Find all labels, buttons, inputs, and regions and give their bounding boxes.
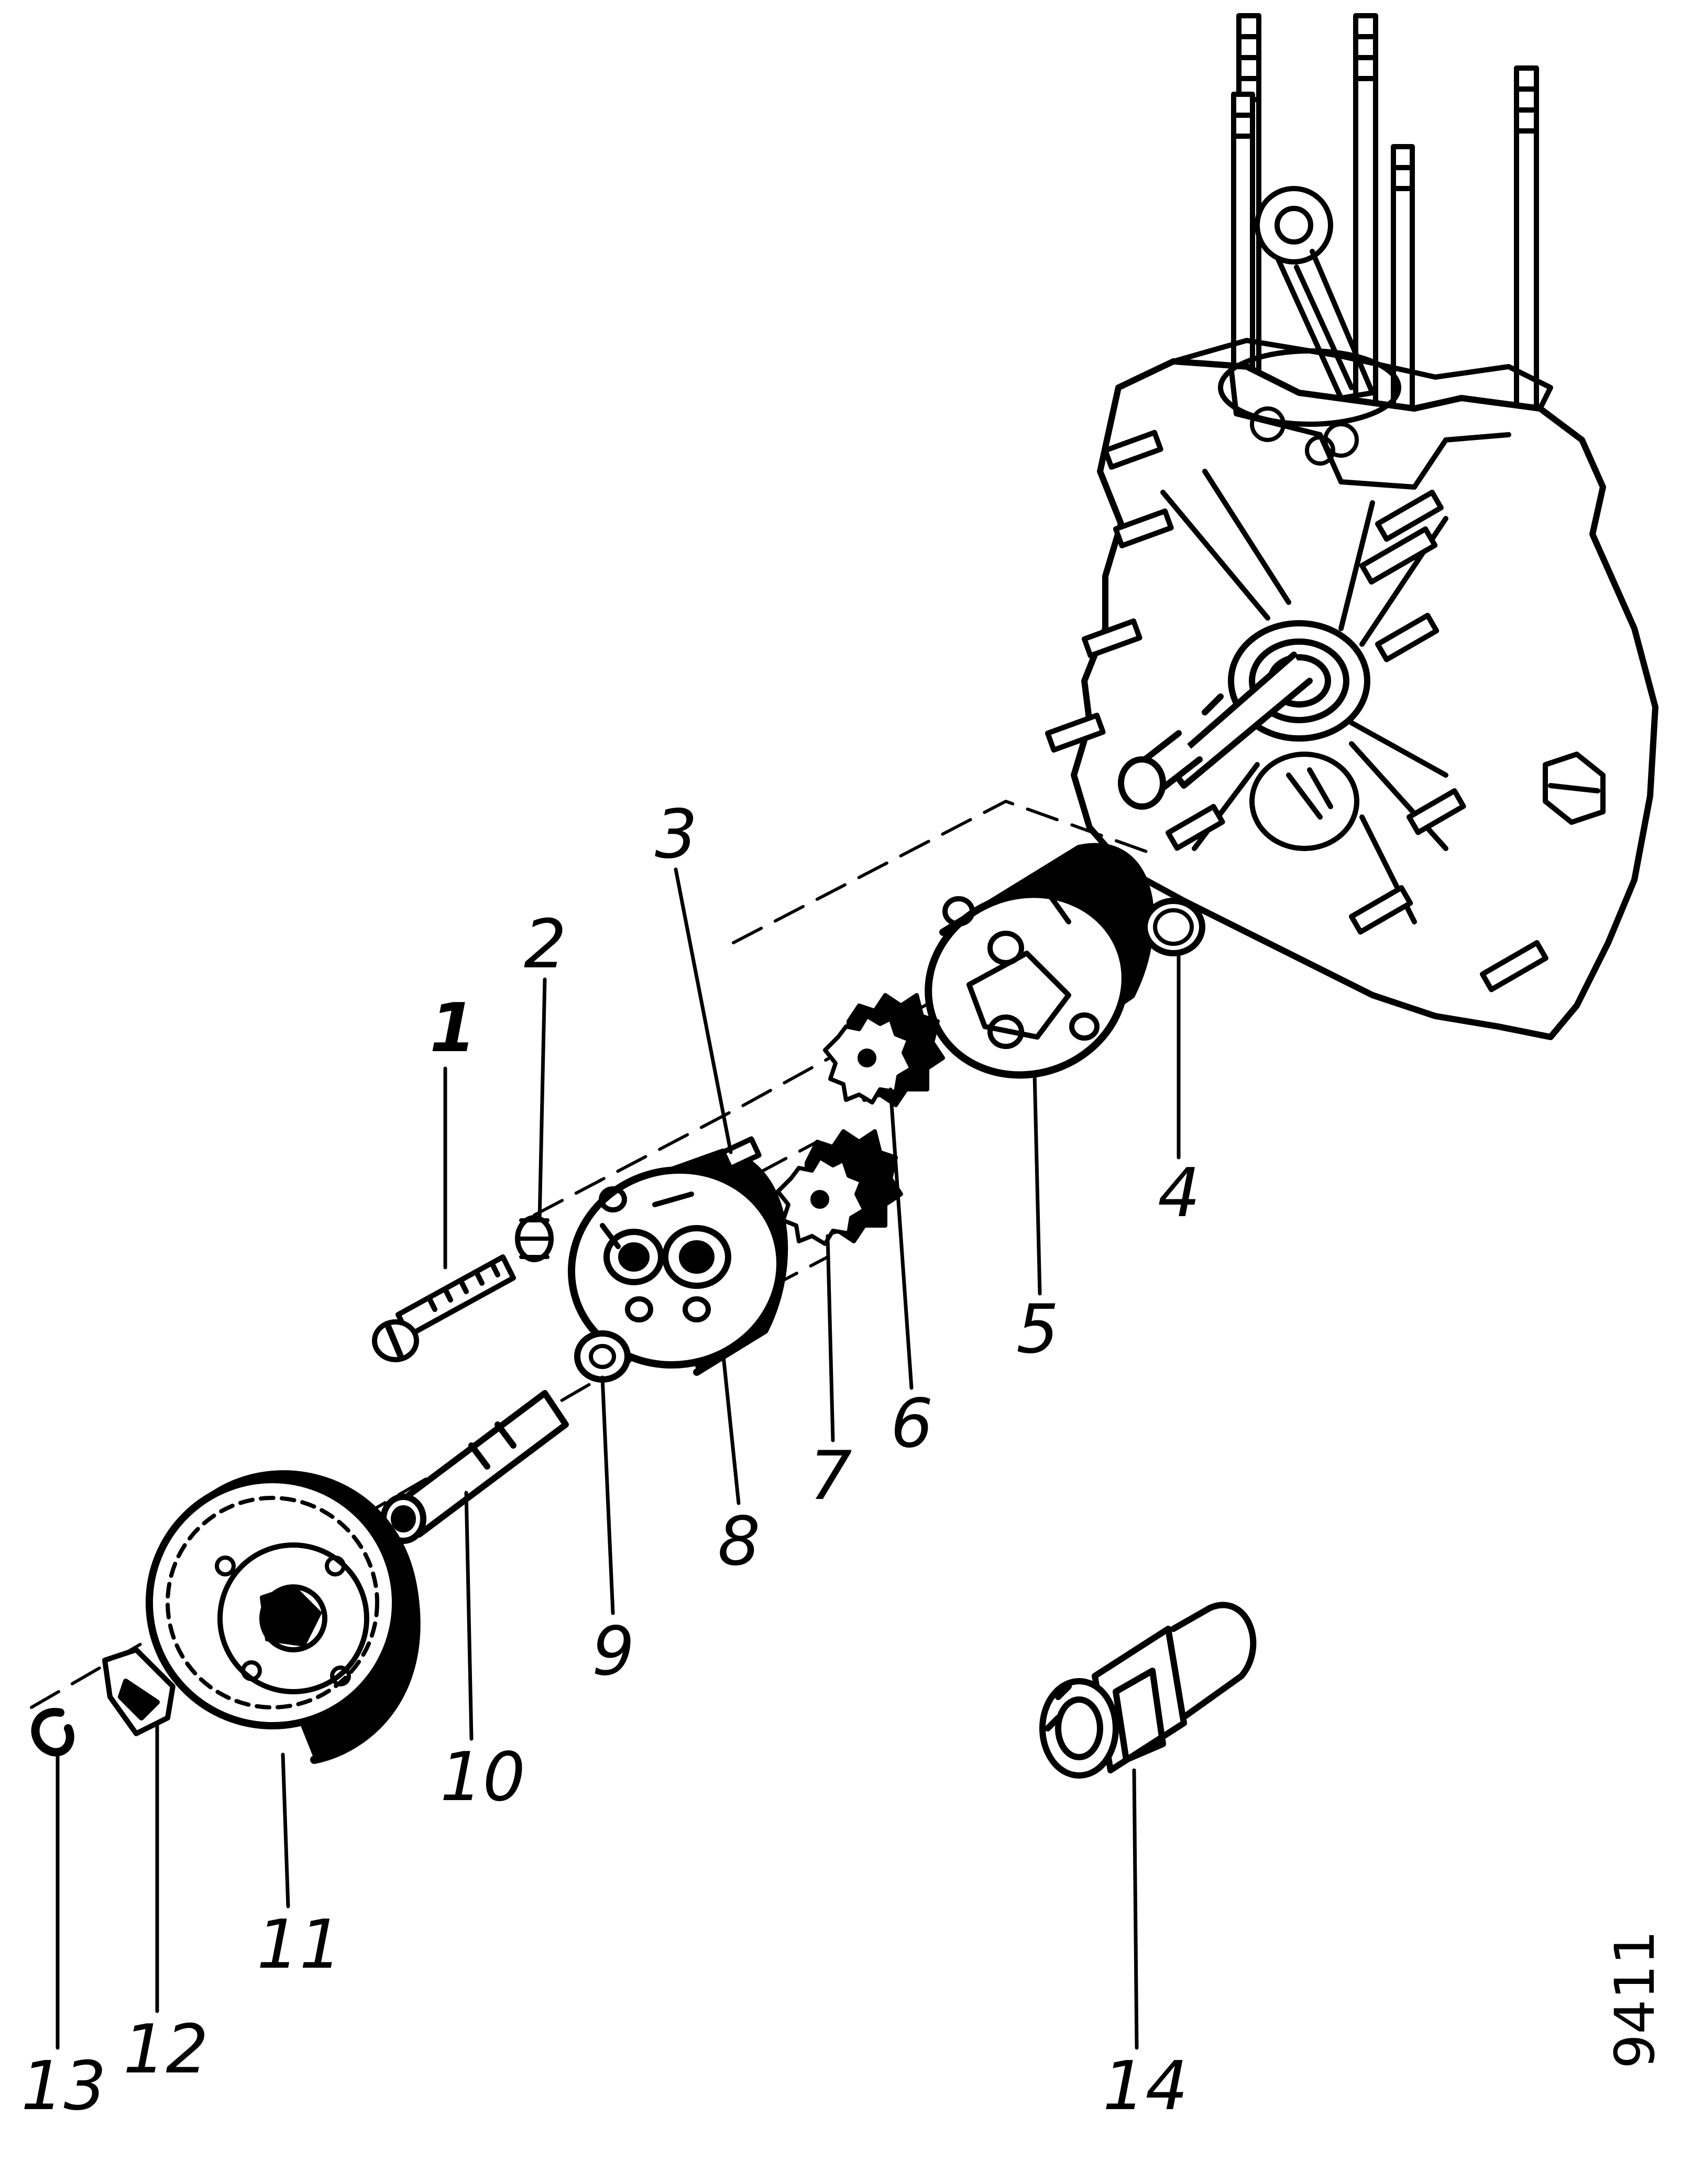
part-13-circlip bbox=[31, 1708, 74, 1757]
callout-2: 2 bbox=[524, 906, 567, 984]
part-5-pump-housing bbox=[925, 843, 1155, 1079]
cylinder-studs bbox=[1231, 13, 1539, 443]
callout-11: 11 bbox=[257, 1906, 342, 1984]
callout-10: 10 bbox=[440, 1738, 525, 1816]
part-2-lock-washer bbox=[515, 1215, 554, 1262]
crankcase bbox=[1045, 13, 1658, 1040]
part-10-shaft bbox=[380, 1390, 569, 1544]
part-12-nut bbox=[102, 1647, 175, 1736]
callout-3: 3 bbox=[655, 796, 698, 874]
callout-14: 14 bbox=[1103, 2047, 1188, 2125]
part-11-drive-gear bbox=[146, 1470, 421, 1764]
housing-studs bbox=[1045, 429, 1548, 992]
part-14-union-fitting bbox=[1039, 1602, 1257, 1779]
callout-7: 7 bbox=[809, 1437, 852, 1515]
part-7-gear bbox=[776, 1129, 903, 1246]
part-4-o-ring bbox=[1141, 898, 1205, 956]
part-1-screw bbox=[372, 1254, 516, 1362]
part-6-gear bbox=[823, 993, 945, 1107]
callout-6: 6 bbox=[891, 1385, 933, 1463]
connecting-rod bbox=[1255, 186, 1375, 401]
callout-12: 12 bbox=[123, 2011, 208, 2089]
leader-lines bbox=[56, 867, 1181, 2050]
callout-13: 13 bbox=[21, 2047, 106, 2125]
callout-5: 5 bbox=[1016, 1290, 1059, 1369]
callout-9: 9 bbox=[592, 1613, 635, 1691]
callout-8: 8 bbox=[718, 1503, 761, 1581]
part-3-pin bbox=[720, 1136, 762, 1171]
drawing-number: 9411 bbox=[1603, 1930, 1667, 2069]
part-8-cover-plate bbox=[567, 1149, 788, 1376]
callout-1: 1 bbox=[430, 989, 477, 1067]
callout-4: 4 bbox=[1158, 1154, 1201, 1232]
part-9-washer bbox=[574, 1330, 631, 1383]
drain-plug bbox=[1543, 752, 1606, 825]
crankshaft-stub bbox=[1118, 652, 1313, 810]
